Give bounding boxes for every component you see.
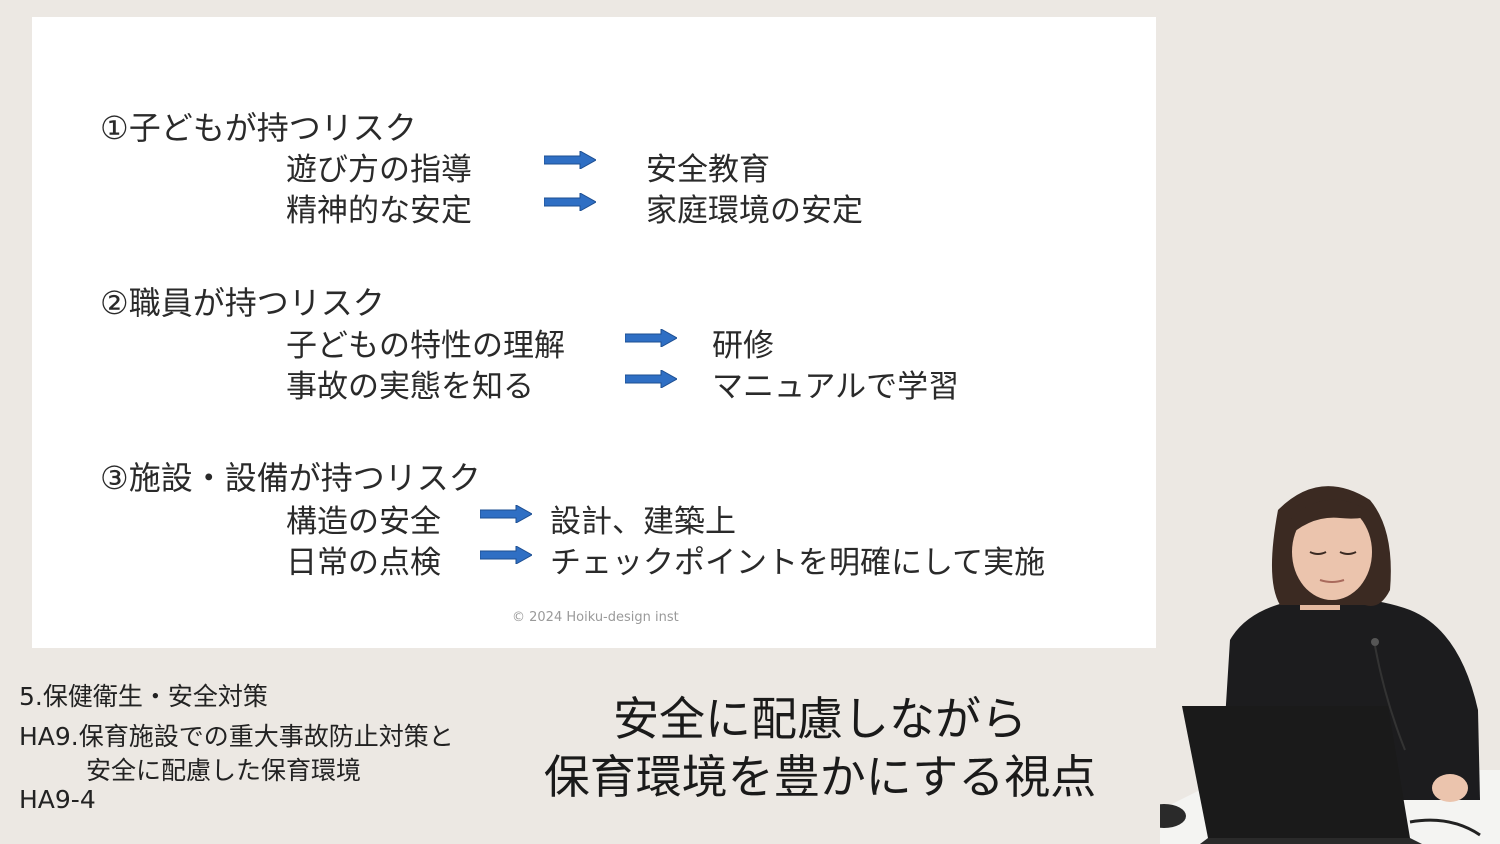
slide: ①子どもが持つリスク 遊び方の指導 安全教育 精神的な安定 家庭環境の安定 ②職…: [32, 17, 1156, 648]
section-2-row-1-right: 研修: [712, 328, 774, 364]
section-2-row-2-right: マニュアルで学習: [712, 369, 960, 405]
subtitle-line-1: 安全に配慮しながら: [613, 692, 1027, 746]
lesson-id: HA9-4: [19, 785, 96, 814]
course-title: 5.保健衛生・安全対策: [19, 682, 268, 711]
subtitle-line-2: 保育環境を豊かにする視点: [543, 750, 1097, 804]
section-2-row-1-left: 子どもの特性の理解: [286, 328, 565, 364]
section-3-row-1-left: 構造の安全: [286, 504, 441, 540]
subtitle: 安全に配慮しながら 保育環境を豊かにする視点: [520, 690, 1120, 806]
section-3-row-2-right: チェックポイントを明確にして実施: [550, 545, 1046, 581]
presenter-image: [1160, 486, 1500, 844]
section-1-row-2-left: 精神的な安定: [286, 193, 472, 229]
section-1-row-1-right: 安全教育: [646, 152, 770, 188]
lesson-title-line-1: HA9.保育施設での重大事故防止対策と: [19, 722, 454, 751]
arrow-right-icon: [625, 329, 677, 347]
section-1-title: ①子どもが持つリスク: [100, 109, 417, 147]
arrow-right-icon: [480, 505, 532, 523]
arrow-right-icon: [625, 370, 677, 388]
arrow-right-icon: [480, 546, 532, 564]
section-3-row-1-right: 設計、建築上: [550, 504, 736, 540]
arrow-right-icon: [544, 193, 596, 211]
section-1-row-1-left: 遊び方の指導: [286, 152, 472, 188]
section-1-row-2-right: 家庭環境の安定: [646, 193, 863, 229]
section-3-row-2-left: 日常の点検: [286, 545, 441, 581]
copyright-notice: © 2024 Hoiku-design inst: [512, 610, 679, 625]
lesson-title-line-2: 安全に配慮した保育環境: [86, 756, 362, 785]
arrow-right-icon: [544, 151, 596, 169]
section-2-title: ②職員が持つリスク: [100, 284, 385, 322]
section-2-row-2-left: 事故の実態を知る: [286, 369, 534, 405]
section-3-title: ③施設・設備が持つリスク: [100, 459, 481, 497]
